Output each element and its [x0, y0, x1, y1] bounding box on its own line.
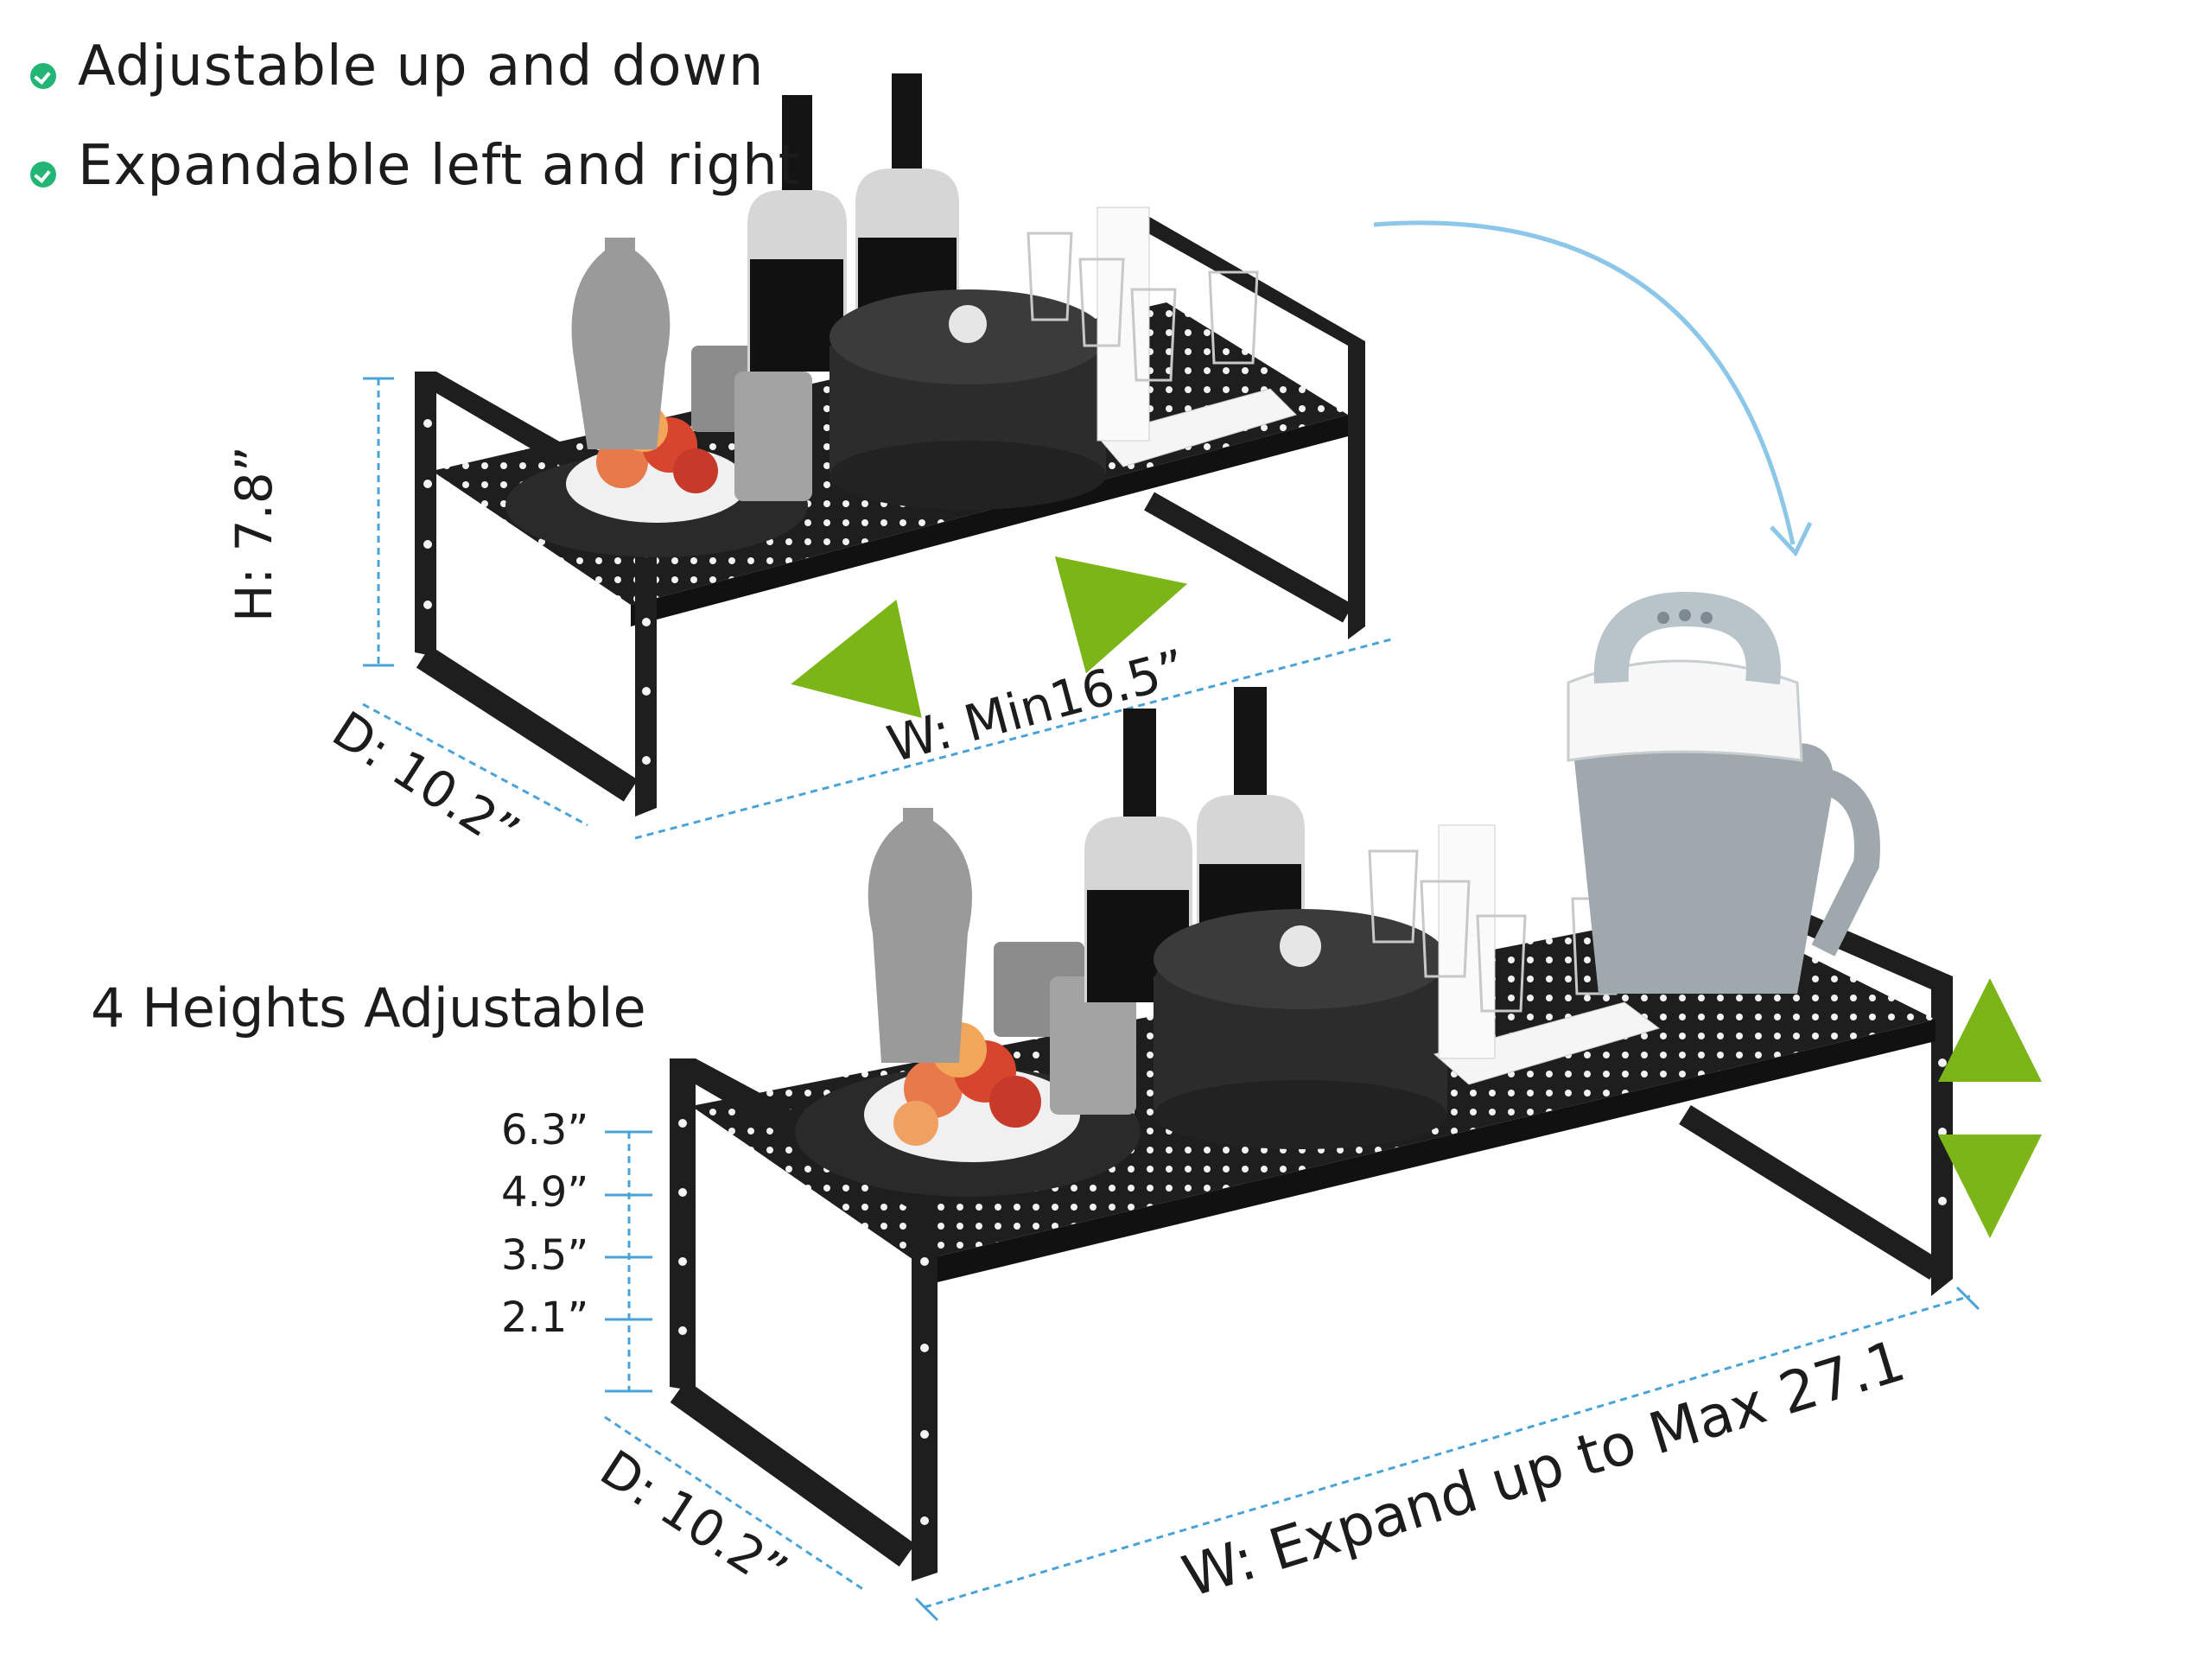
- transition-curve-arrow: [1373, 220, 1796, 545]
- kettle: [1573, 743, 1834, 994]
- top-dimension-lines: [362, 377, 1392, 840]
- vase: [868, 808, 972, 1063]
- feature-adjustable: Adjustable up and down: [78, 35, 765, 99]
- glass-rack: [1096, 388, 1297, 467]
- height-option: 3.5”: [501, 1231, 589, 1280]
- glass-rack: [1433, 1001, 1661, 1085]
- check-circle-icon: [30, 63, 56, 89]
- bottom-shelf-rack: [670, 591, 2042, 1581]
- check-circle-icon: [30, 162, 56, 188]
- bottle-label: [750, 259, 843, 372]
- top-shelf-rack: [415, 73, 1365, 817]
- cup: [1050, 976, 1136, 1115]
- top-height-label: H: 7.8”: [225, 446, 283, 622]
- height-option: 2.1”: [501, 1294, 589, 1342]
- height-option: 6.3”: [501, 1106, 589, 1154]
- feature-expandable: Expandable left and right: [78, 134, 801, 198]
- expand-left-arrow: [791, 599, 922, 718]
- vase: [571, 238, 671, 449]
- heights-title: 4 Heights Adjustable: [91, 976, 646, 1039]
- height-option: 4.9”: [501, 1168, 589, 1217]
- bottom-dimension-lines: [604, 1130, 1980, 1622]
- cup: [734, 372, 812, 501]
- expand-right-arrow: [1054, 556, 1188, 674]
